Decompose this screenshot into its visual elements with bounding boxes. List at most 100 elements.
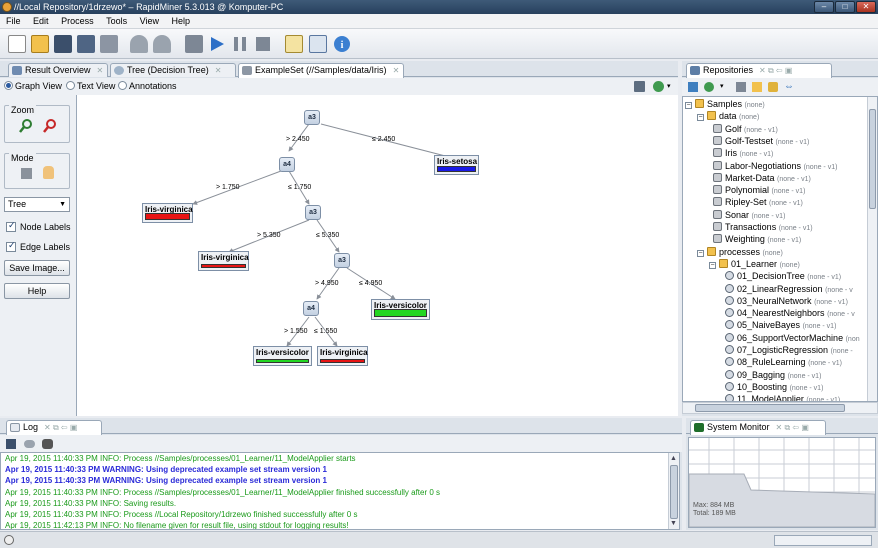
- log-scrollbar[interactable]: ▲ ▼: [668, 453, 679, 529]
- export-icon[interactable]: [653, 81, 664, 92]
- graph-view-radio[interactable]: Graph View: [4, 81, 62, 91]
- repository-tree-item[interactable]: 10_Boosting (none - v1): [725, 381, 823, 395]
- node-labels-checkbox[interactable]: [6, 220, 16, 232]
- tree-leaf-iris-versicolor[interactable]: Iris-versicolor: [371, 299, 430, 320]
- repository-tree-item[interactable]: Golf-Testset (none - v1): [713, 135, 809, 149]
- scrollbar-thumb[interactable]: [670, 465, 678, 519]
- repository-tree-item[interactable]: Labor-Negotiations (none - v1): [713, 160, 837, 174]
- tab-exampleset-iris[interactable]: ExampleSet (//Samples/data/Iris)✕: [238, 63, 404, 78]
- repository-tree-item[interactable]: −01_Learner (none): [709, 258, 800, 272]
- repository-tree-item[interactable]: 11_ModelApplier (none - v1): [725, 393, 840, 401]
- menu-file[interactable]: File: [6, 16, 21, 26]
- stop-icon[interactable]: [254, 35, 272, 53]
- zoom-in-icon[interactable]: [19, 119, 33, 133]
- pause-icon[interactable]: [231, 35, 249, 53]
- menu-help[interactable]: Help: [171, 16, 191, 26]
- dropdown-arrow-icon[interactable]: ▾: [667, 83, 671, 90]
- redo-icon[interactable]: [153, 35, 171, 53]
- menu-tools[interactable]: Tools: [106, 16, 128, 26]
- tree-leaf-iris-virginica[interactable]: Iris-virginica: [317, 346, 368, 366]
- import-icon[interactable]: [704, 82, 714, 92]
- save-as-icon[interactable]: [77, 35, 95, 53]
- search-binoculars-icon[interactable]: [42, 439, 53, 449]
- repository-tree-item[interactable]: Sonar (none - v1): [713, 209, 785, 223]
- pick-mode-hand-icon[interactable]: [43, 166, 54, 179]
- vertical-scrollbar[interactable]: [867, 97, 877, 401]
- tab-repositories[interactable]: Repositories✕ ⧉ ⇦ ▣: [686, 63, 832, 78]
- new-file-icon[interactable]: [8, 35, 26, 53]
- run-icon[interactable]: [208, 35, 226, 53]
- repository-tree-item[interactable]: Ripley-Set (none - v1): [713, 196, 803, 210]
- repository-tree-item[interactable]: Golf (none - v1): [713, 123, 778, 137]
- log-output[interactable]: Apr 19, 2015 11:40:33 PM INFO: Process /…: [0, 452, 680, 530]
- panel-controls-icon[interactable]: ✕ ⧉ ⇦ ▣: [775, 423, 809, 432]
- close-tab-icon[interactable]: ✕: [214, 66, 222, 75]
- open-icon[interactable]: [768, 82, 778, 92]
- tree-node-a4[interactable]: a4: [279, 157, 295, 172]
- tree-node-a4[interactable]: a4: [303, 301, 319, 316]
- tree-leaf-iris-setosa[interactable]: Iris-setosa: [434, 155, 479, 175]
- scroll-down-icon[interactable]: ▼: [670, 520, 677, 527]
- save-icon[interactable]: [54, 35, 72, 53]
- save-image-button[interactable]: Save Image...: [4, 260, 70, 276]
- tree-leaf-iris-versicolor[interactable]: Iris-versicolor: [253, 346, 312, 366]
- wizard-icon[interactable]: [309, 35, 327, 53]
- tree-leaf-iris-virginica[interactable]: Iris-virginica: [142, 203, 193, 223]
- layout-select[interactable]: Tree ▼: [4, 197, 70, 212]
- stop-process-icon[interactable]: [185, 35, 203, 53]
- tree-node-a3-root[interactable]: a3: [304, 110, 320, 125]
- menu-view[interactable]: View: [139, 16, 159, 26]
- minimize-button[interactable]: –: [814, 1, 834, 13]
- repository-tree-item[interactable]: Weighting (none - v1): [713, 233, 801, 247]
- clear-log-icon[interactable]: [24, 440, 35, 448]
- repository-tree-item[interactable]: −processes (none): [697, 246, 783, 260]
- repository-tree-item[interactable]: 01_DecisionTree (none - v1): [725, 270, 841, 284]
- menu-process[interactable]: Process: [61, 16, 94, 26]
- maximize-button[interactable]: □: [835, 1, 855, 13]
- repository-tree-item[interactable]: Polynomial (none - v1): [713, 184, 805, 198]
- collapse-toggle-icon[interactable]: −: [709, 261, 716, 269]
- collapse-toggle-icon[interactable]: −: [697, 249, 704, 257]
- add-repository-icon[interactable]: [688, 82, 698, 92]
- tab-result-overview[interactable]: Result Overview✕: [8, 63, 108, 77]
- text-view-radio[interactable]: Text View: [66, 81, 115, 91]
- panel-controls-icon[interactable]: ✕ ⧉ ⇦ ▣: [759, 66, 793, 75]
- open-folder-icon[interactable]: [31, 35, 49, 53]
- dropdown-arrow-icon[interactable]: ▾: [720, 83, 724, 90]
- repository-tree-item[interactable]: 04_NearestNeighbors (none - v: [725, 307, 855, 321]
- sync-arrows-icon[interactable]: ⇔: [784, 81, 794, 92]
- tree-node-a3[interactable]: a3: [334, 253, 350, 268]
- tab-log[interactable]: Log✕ ⧉ ⇦ ▣: [6, 420, 102, 435]
- menu-edit[interactable]: Edit: [33, 16, 49, 26]
- repository-tree[interactable]: −Samples (none)−data (none)Golf (none - …: [682, 96, 878, 402]
- refresh-icon[interactable]: [736, 82, 746, 92]
- save-result-icon[interactable]: [634, 81, 645, 92]
- repository-tree-item[interactable]: Transactions (none - v1): [713, 221, 813, 235]
- tree-leaf-iris-virginica[interactable]: Iris-virginica: [198, 251, 249, 271]
- repository-tree-item[interactable]: 02_LinearRegression (none - v: [725, 283, 853, 297]
- help-button[interactable]: Help: [4, 283, 70, 299]
- tree-node-a3[interactable]: a3: [305, 205, 321, 220]
- repository-tree-item[interactable]: −Samples (none): [685, 98, 765, 112]
- info-icon[interactable]: i: [333, 35, 351, 53]
- zoom-out-icon[interactable]: [43, 119, 57, 133]
- print-icon[interactable]: [100, 35, 118, 53]
- close-tab-icon[interactable]: ✕: [96, 66, 104, 75]
- collapse-toggle-icon[interactable]: −: [697, 114, 704, 122]
- new-folder-icon[interactable]: [752, 82, 762, 92]
- transform-mode-icon[interactable]: [21, 168, 32, 179]
- repository-tree-item[interactable]: 06_SupportVectorMachine (non: [725, 332, 860, 346]
- close-tab-icon[interactable]: ✕: [392, 66, 400, 75]
- repository-tree-item[interactable]: 08_RuleLearning (none - v1): [725, 356, 842, 370]
- repository-tree-item[interactable]: Iris (none - v1): [713, 147, 773, 161]
- tab-decision-tree[interactable]: Tree (Decision Tree)✕: [110, 63, 236, 77]
- repository-tree-item[interactable]: 09_Bagging (none - v1): [725, 369, 821, 383]
- scrollbar-thumb[interactable]: [695, 404, 845, 412]
- undo-icon[interactable]: [130, 35, 148, 53]
- close-button[interactable]: ✕: [856, 1, 876, 13]
- scroll-up-icon[interactable]: ▲: [670, 455, 677, 462]
- decision-tree-canvas[interactable]: a3 a4 a3 a3 a4 > 2.450 ≤ 2.450 > 1.750 ≤…: [76, 95, 678, 416]
- validate-icon[interactable]: [285, 35, 303, 53]
- repository-tree-item[interactable]: 05_NaiveBayes (none - v1): [725, 319, 836, 333]
- edge-labels-checkbox[interactable]: [6, 240, 16, 252]
